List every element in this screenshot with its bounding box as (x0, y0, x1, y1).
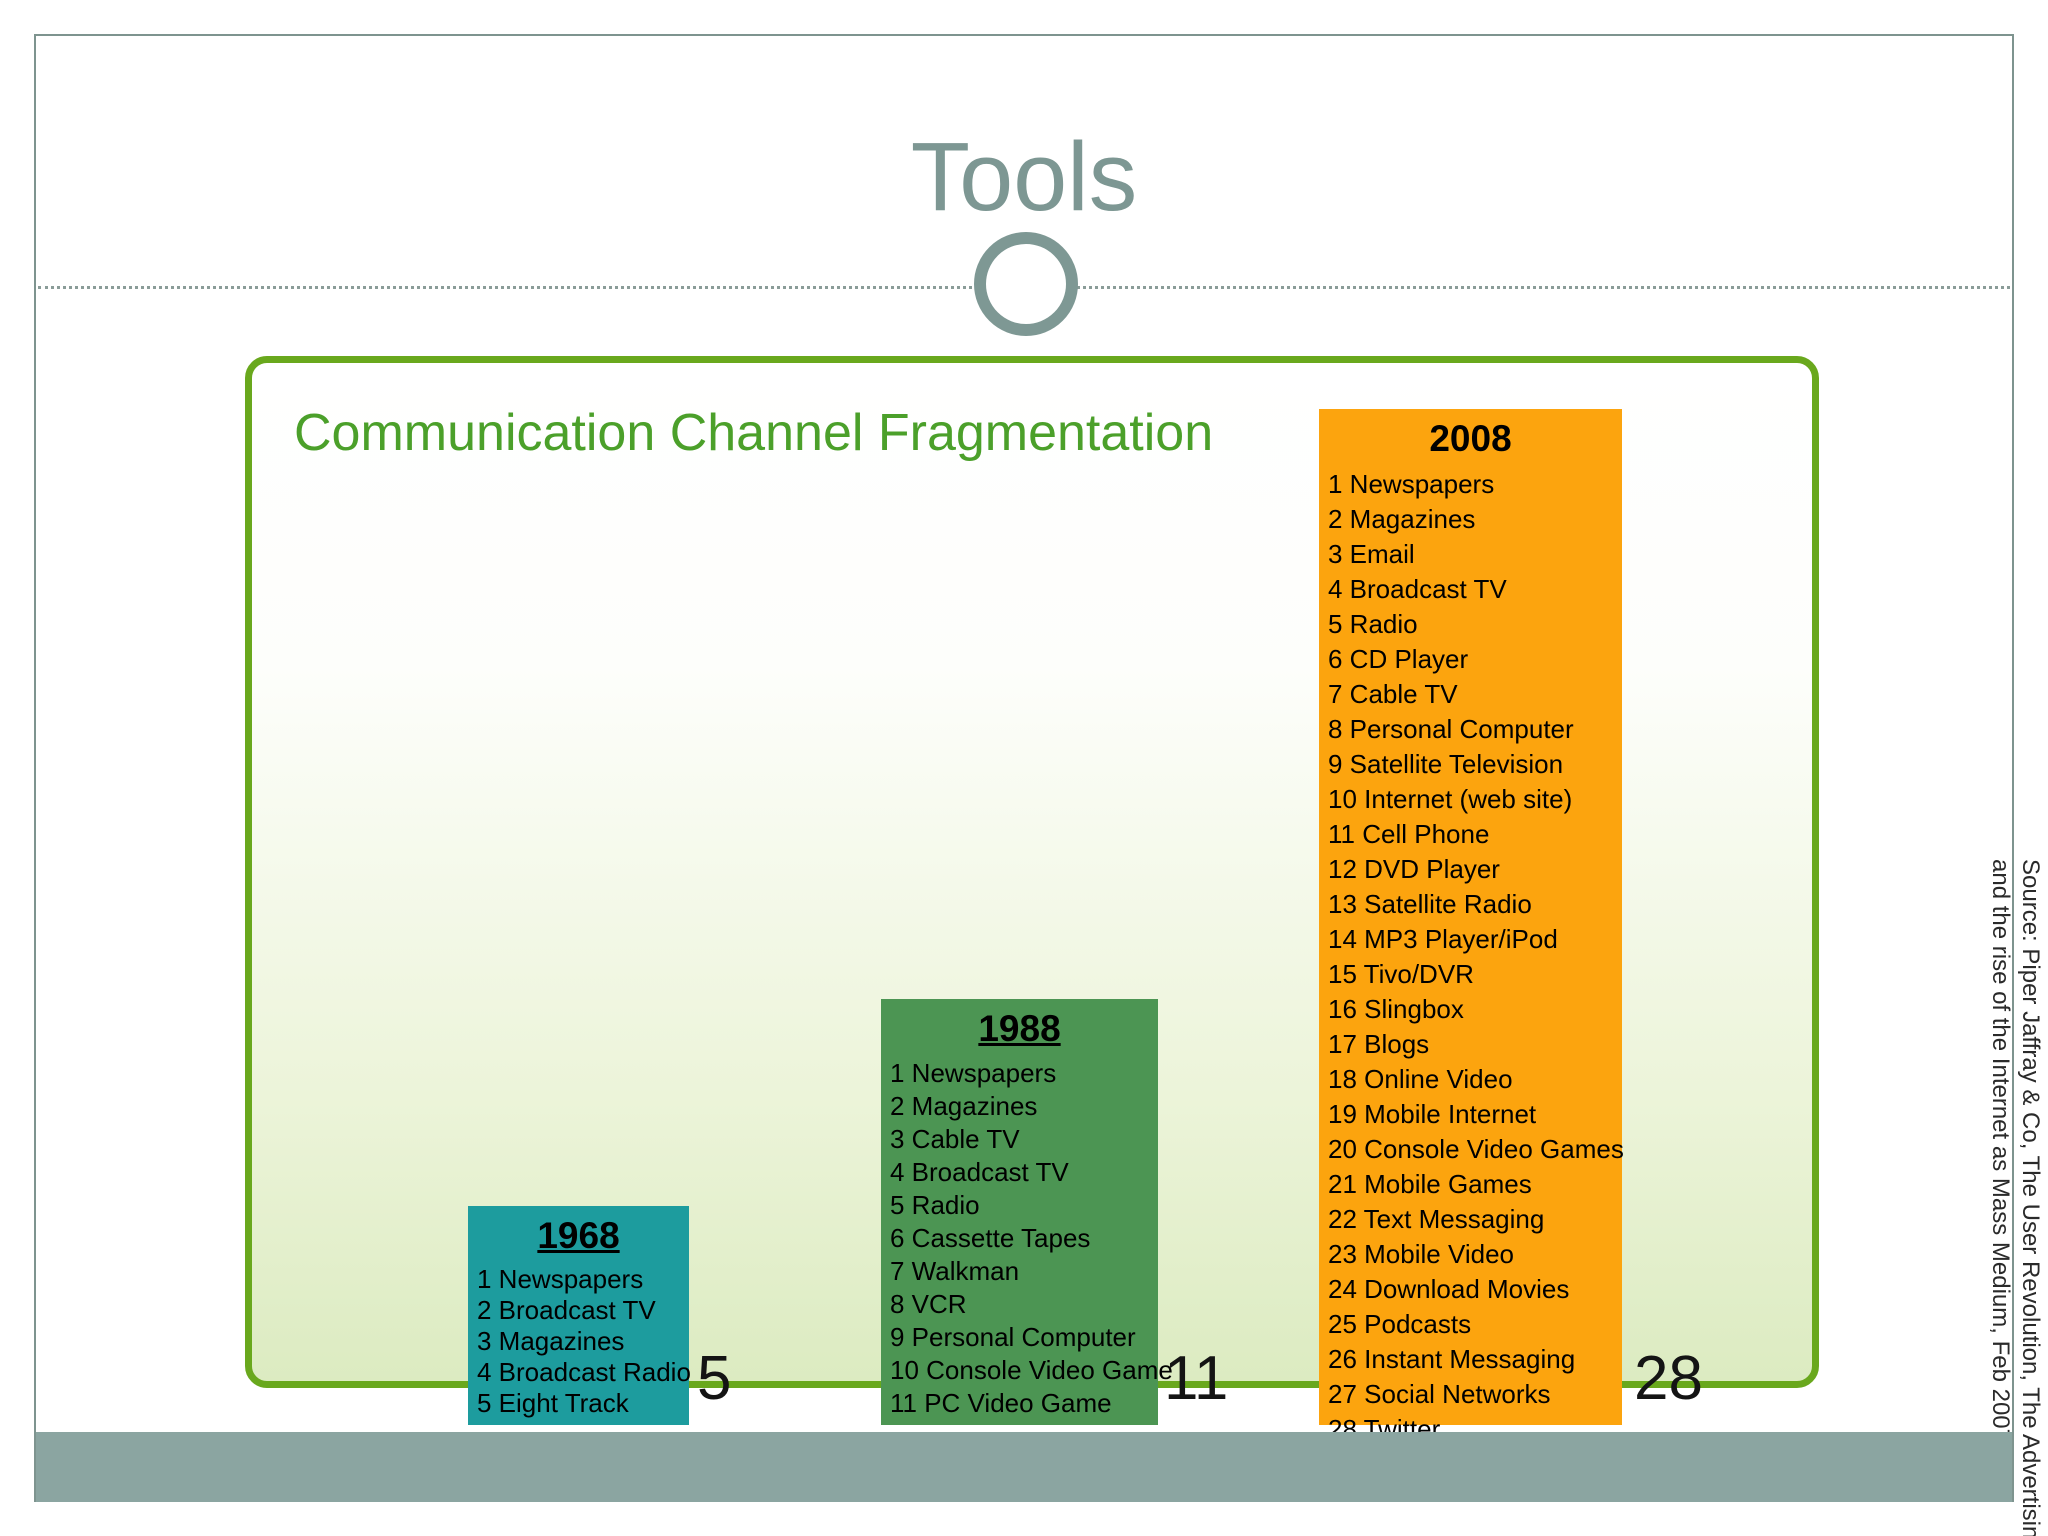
source-line-1: Source: Piper Jaffray & Co, The User Rev… (2017, 859, 2044, 1536)
footer-bar (36, 1432, 2012, 1502)
bar-item: 1 Newspapers (1328, 469, 1495, 500)
bar-item: 11 PC Video Game (890, 1388, 1112, 1419)
bar-item: 18 Online Video (1328, 1064, 1513, 1095)
bar-year-label: 1988 (978, 1008, 1061, 1049)
bar-count-2008: 28 (1634, 1344, 1703, 1413)
bar-item: 5 Eight Track (477, 1388, 629, 1419)
bar-item-list: 1 Newspapers 2 Magazines 3 Email 4 Broadcas… (1319, 467, 1624, 1447)
chart-title: Communication Channel Fragmentation (294, 404, 1214, 462)
bar-2008: 2008 1 Newspapers 2 Magazines 3 Email 4 Broa… (1319, 409, 1624, 1444)
bar-item: 20 Console Video Games (1328, 1134, 1624, 1165)
bar-count-1988: 11 (1164, 1344, 1229, 1413)
bar-item: 16 Slingbox (1328, 994, 1464, 1025)
bar-item: 4 Broadcast TV (890, 1157, 1069, 1188)
bar-item: 3 Email (1328, 539, 1415, 570)
bar-item: 21 Mobile Games (1328, 1169, 1532, 1200)
bar-item: 17 Blogs (1328, 1029, 1430, 1060)
bar-item: 3 Magazines (477, 1326, 625, 1357)
bar-item: 5 Radio (890, 1190, 980, 1221)
bar-item: 12 DVD Player (1328, 854, 1500, 885)
bar-item: 2 Magazines (1328, 504, 1476, 535)
bar-item: 14 MP3 Player/iPod (1328, 924, 1558, 955)
bar-item: 27 Social Networks (1328, 1379, 1551, 1410)
bar-item: 2 Broadcast TV (477, 1295, 656, 1326)
bar-item: 11 Cell Phone (1328, 819, 1490, 850)
bar-item: 15 Tivo/DVR (1328, 959, 1474, 990)
bar-item: 10 Console Video Game (890, 1355, 1173, 1386)
slide-title: Tools (910, 122, 1138, 231)
bar-item: 8 Personal Computer (1328, 714, 1574, 745)
bar-item: 24 Download Movies (1328, 1274, 1570, 1305)
bar-item: 19 Mobile Internet (1328, 1099, 1537, 1130)
bar-item: 25 Podcasts (1328, 1309, 1472, 1340)
bar-item: 10 Internet (web site) (1328, 784, 1573, 815)
bar-item: 6 CD Player (1328, 644, 1469, 675)
bar-item: 9 Personal Computer (890, 1322, 1136, 1353)
chart-panel: Communication Channel Fragmentation Sour… (245, 356, 2044, 1536)
bar-item: 4 Broadcast TV (1328, 574, 1507, 605)
bar-item: 23 Mobile Video (1328, 1239, 1514, 1270)
bar-item: 26 Instant Messaging (1328, 1344, 1576, 1375)
bar-item: 5 Radio (1328, 609, 1418, 640)
bar-item: 2 Magazines (890, 1091, 1038, 1122)
bar-item: 7 Walkman (890, 1256, 1020, 1287)
bar-item: 22 Text Messaging (1328, 1204, 1545, 1235)
bar-count-1968: 5 (697, 1344, 732, 1413)
bar-item: 6 Cassette Tapes (890, 1223, 1091, 1254)
circle-ornament (974, 232, 1078, 336)
bar-year-label: 1968 (537, 1215, 620, 1256)
bar-item: 3 Cable TV (890, 1124, 1020, 1155)
bar-year-label: 2008 (1429, 418, 1512, 459)
bar-item: 8 VCR (890, 1289, 967, 1320)
bar-item: 13 Satellite Radio (1328, 889, 1532, 920)
bar-item: 9 Satellite Television (1328, 749, 1564, 780)
bar-item: 4 Broadcast Radio (477, 1357, 691, 1388)
bar-item: 7 Cable TV (1328, 679, 1458, 710)
bar-item: 1 Newspapers (477, 1264, 644, 1295)
bar-item: 1 Newspapers (890, 1058, 1057, 1089)
slide-frame: Tools Communication Channel Fragmentatio… (34, 34, 2044, 1536)
